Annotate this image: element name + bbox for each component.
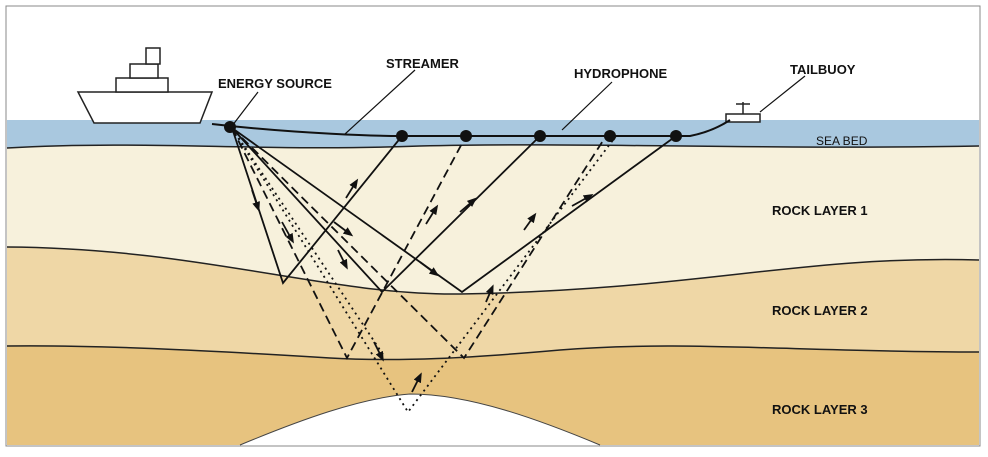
sea-bed-label: SEA BED — [816, 134, 868, 148]
streamer-label: STREAMER — [386, 56, 460, 71]
tailbuoy-label: TAILBUOY — [790, 62, 856, 77]
hydrophone-icon — [396, 130, 408, 142]
rock-layer-1-label: ROCK LAYER 1 — [772, 203, 868, 218]
energy-source-label: ENERGY SOURCE — [218, 76, 332, 91]
hydrophone-icon — [670, 130, 682, 142]
energy-source-icon — [224, 121, 236, 133]
rock-layer-3-label: ROCK LAYER 3 — [772, 402, 868, 417]
rock-layer-2-label: ROCK LAYER 2 — [772, 303, 868, 318]
hydrophone-icon — [460, 130, 472, 142]
hydrophone-icon — [604, 130, 616, 142]
hydrophone-label: HYDROPHONE — [574, 66, 668, 81]
hydrophone-icon — [534, 130, 546, 142]
